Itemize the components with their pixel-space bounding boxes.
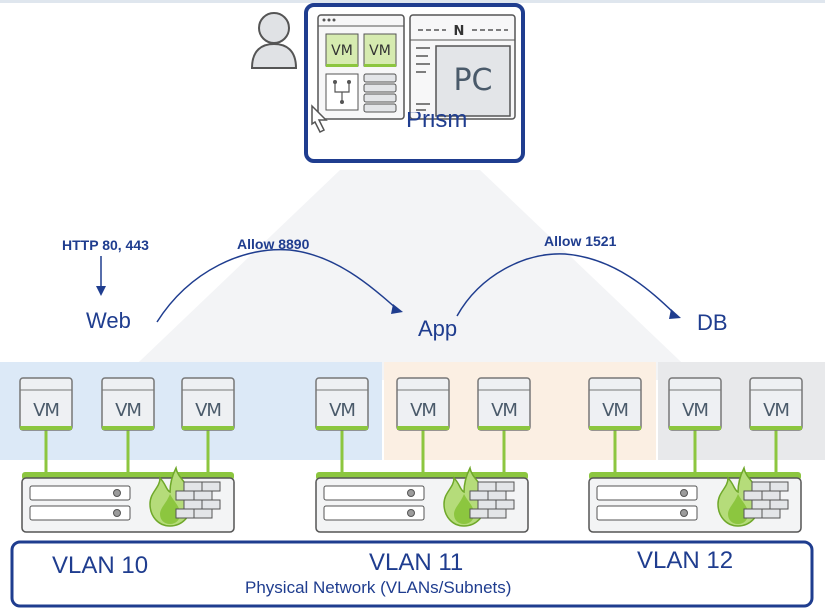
vm-card: VM [19,377,73,431]
firewall-icon [443,465,515,527]
vm-label: VM [329,400,355,421]
vm-card: VM [181,377,235,431]
vm-label: VM [602,400,628,421]
user-icon [250,12,298,69]
vm-card: VM [588,377,642,431]
flow-arrows [100,248,677,323]
prism-console: VM VM N PC [304,3,525,163]
vm-label: VM [410,400,436,421]
vm-card: VM [749,377,803,431]
pc-label: PC [453,63,492,98]
web-to-app-arrow [156,248,399,323]
vm-label: VM [491,400,517,421]
firewall-icon [717,465,789,527]
vm-label: VM [763,400,789,421]
http-rule-label: HTTP 80, 443 [62,237,149,253]
tier-db-label: DB [697,310,728,335]
top-border [0,0,825,3]
vm-label: VM [33,400,59,421]
tier-app-label: App [418,316,458,341]
app-to-db-arrow [456,253,677,317]
prism-cone [120,170,700,380]
vlan-10-label: VLAN 10 [52,552,149,579]
physical-network-label: Physical Network (VLANs/Subnets) [245,578,512,597]
vlan-11-label: VLAN 11 [369,549,464,576]
vm-row: VM VM VM VM VM [19,377,803,431]
vm-connectors [44,428,778,474]
firewall-icon [149,465,221,527]
prism-logo-letter: N [454,24,465,39]
prism-vm-label: VM [369,43,391,59]
vm-label: VM [195,400,221,421]
vlan-12-label: VLAN 12 [637,547,734,574]
physical-network-box [10,540,814,608]
arrow-heads [96,286,681,319]
vm-card: VM [396,377,450,431]
prism-title: Prism [406,106,468,133]
prism-vm-label: VM [331,43,353,59]
allow-8890-label: Allow 8890 [237,236,310,252]
vm-card: VM [101,377,155,431]
allow-1521-label: Allow 1521 [544,233,617,249]
tier-web-label: Web [86,308,131,333]
vm-label: VM [115,400,141,421]
vm-label: VM [682,400,708,421]
cursor-icon [311,104,328,134]
vm-card: VM [668,377,722,431]
vm-card: VM [315,377,369,431]
vm-card: VM [477,377,531,431]
